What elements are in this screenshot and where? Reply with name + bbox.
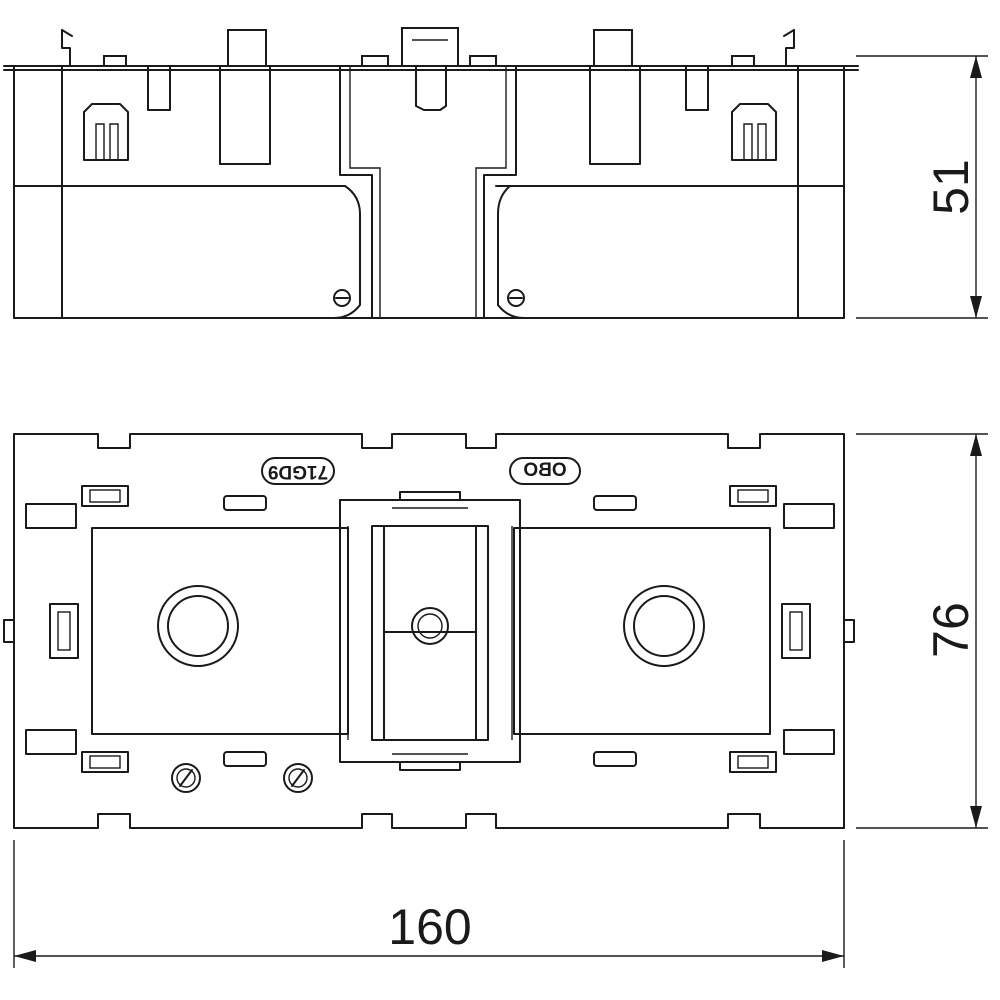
brand-mark: OBO bbox=[523, 460, 566, 481]
top-view: 71GD9 OBO bbox=[3, 433, 855, 829]
screw-terminal bbox=[171, 763, 201, 793]
dimension-depth: 76 bbox=[856, 433, 988, 829]
dimension-width: 160 bbox=[13, 840, 845, 968]
side-view bbox=[3, 27, 859, 319]
dimension-height-label: 51 bbox=[923, 159, 979, 215]
dimension-depth-label: 76 bbox=[923, 602, 979, 658]
dimension-width-label: 160 bbox=[388, 899, 471, 955]
dimension-height: 51 bbox=[856, 55, 988, 319]
screw-terminal bbox=[283, 763, 313, 793]
part-code-mark: 71GD9 bbox=[268, 461, 328, 482]
